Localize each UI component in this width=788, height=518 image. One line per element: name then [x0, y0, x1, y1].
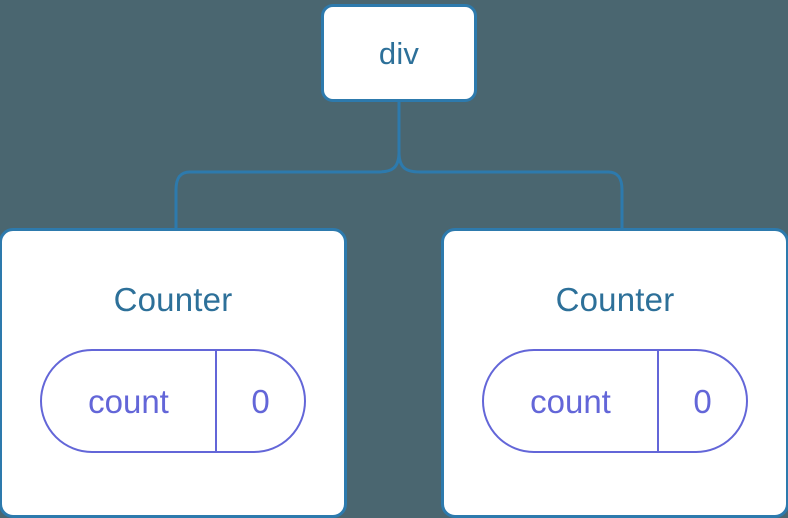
state-key-right: count	[530, 382, 611, 420]
node-counter-right[interactable]: Counter count 0	[441, 228, 788, 518]
node-root-div[interactable]: div	[321, 4, 477, 102]
connector-branch-left	[174, 151, 401, 231]
state-pill-right[interactable]: count 0	[482, 349, 748, 453]
node-counter-left[interactable]: Counter count 0	[0, 228, 347, 518]
state-value-left: 0	[251, 382, 270, 420]
node-counter-left-label: Counter	[113, 281, 233, 318]
node-root-label: div	[378, 35, 420, 71]
state-pill-divider-right	[657, 351, 659, 451]
diagram-canvas: div Counter count 0 Counter count 0	[0, 4, 788, 518]
state-pill-divider-left	[215, 351, 217, 451]
node-counter-right-label: Counter	[555, 281, 675, 318]
state-pill-left[interactable]: count 0	[40, 349, 306, 453]
connector-lines	[174, 100, 624, 231]
state-value-right: 0	[693, 382, 712, 420]
state-key-left: count	[88, 382, 169, 420]
connector-branch-right	[397, 151, 624, 231]
